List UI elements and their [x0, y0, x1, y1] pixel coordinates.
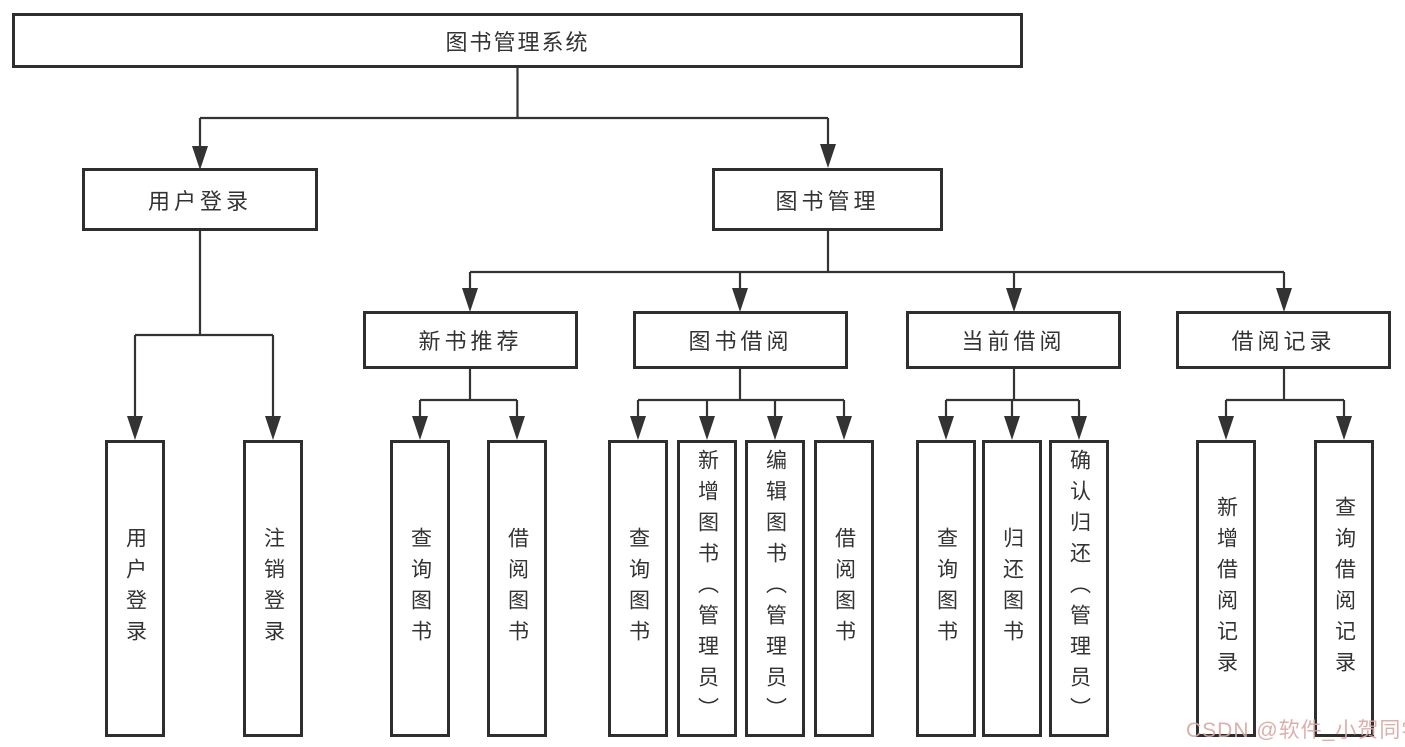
node-user-login: 用户登录: [82, 168, 318, 231]
node-borrowing-records: 借阅记录: [1176, 311, 1391, 369]
node-label: 注销登录: [261, 526, 285, 651]
node-label: 编辑图书（管理员）: [763, 449, 787, 728]
node-add-book-admin: 新增图书（管理员）: [677, 440, 737, 737]
tree-edges: [133, 68, 1346, 420]
node-label: 查询借阅记录: [1332, 495, 1356, 682]
node-label: 借阅图书: [505, 526, 529, 651]
node-library-management-system: 图书管理系统: [12, 13, 1023, 68]
node-label: 确认归还（管理员）: [1067, 449, 1091, 728]
node-user-login-leaf: 用户登录: [105, 440, 165, 737]
node-book-borrowing: 图书借阅: [633, 311, 848, 369]
node-logout: 注销登录: [243, 440, 303, 737]
node-query-book-current: 查询图书: [916, 440, 976, 737]
node-return-book: 归还图书: [982, 440, 1042, 737]
node-edit-book-admin: 编辑图书（管理员）: [745, 440, 805, 737]
node-query-book-borrowing: 查询图书: [608, 440, 668, 737]
node-label: 新增借阅记录: [1214, 495, 1238, 682]
node-book-management: 图书管理: [712, 168, 943, 231]
node-borrow-book-borrowing: 借阅图书: [814, 440, 874, 737]
arrowheads: [127, 144, 1352, 440]
node-label: 新增图书（管理员）: [695, 449, 719, 728]
node-label: 用户登录: [123, 526, 147, 651]
csdn-watermark: CSDN @软件_小贺同学: [1186, 719, 1405, 742]
node-query-book-newrec: 查询图书: [390, 440, 450, 737]
node-query-borrow-record: 查询借阅记录: [1314, 440, 1374, 737]
node-label: 查询图书: [408, 526, 432, 651]
node-confirm-return-admin: 确认归还（管理员）: [1049, 440, 1109, 737]
node-label: 查询图书: [934, 526, 958, 651]
node-borrow-book-newrec: 借阅图书: [487, 440, 547, 737]
node-label: 借阅图书: [832, 526, 856, 651]
node-current-borrowing: 当前借阅: [906, 311, 1121, 369]
node-new-book-recommendation: 新书推荐: [363, 311, 578, 369]
node-label: 归还图书: [1000, 526, 1024, 651]
node-label: 查询图书: [626, 526, 650, 651]
node-add-borrow-record: 新增借阅记录: [1196, 440, 1256, 737]
